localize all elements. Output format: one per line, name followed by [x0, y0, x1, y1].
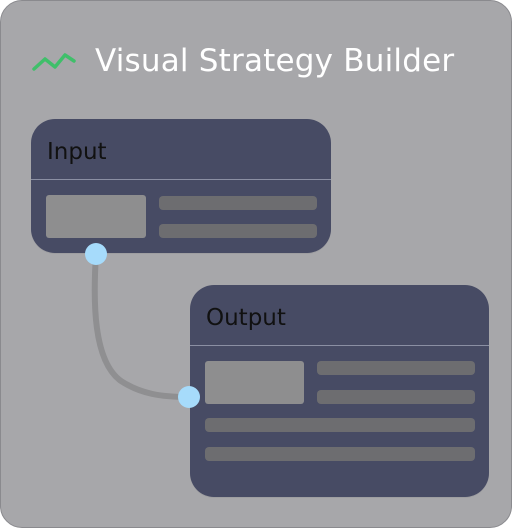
node-divider: [190, 345, 489, 346]
node-input-title: Input: [47, 139, 107, 165]
node-output-placeholder-line: [317, 390, 475, 404]
node-output-placeholder-line: [205, 447, 475, 461]
node-input-placeholder-line: [159, 224, 317, 238]
connection-wire[interactable]: [91, 251, 192, 400]
node-input-output-port[interactable]: [85, 243, 107, 265]
node-output-preview-block: [205, 361, 304, 404]
app-header: Visual Strategy Builder: [31, 41, 454, 81]
node-input[interactable]: Input: [31, 119, 331, 253]
node-output-placeholder-line: [205, 418, 475, 432]
node-input-preview-block: [46, 195, 146, 238]
app-title: Visual Strategy Builder: [95, 43, 455, 79]
node-input-placeholder-line: [159, 196, 317, 210]
node-output-title: Output: [206, 305, 286, 331]
node-divider: [31, 179, 331, 180]
node-output-placeholder-line: [317, 361, 475, 375]
node-output[interactable]: Output: [190, 285, 489, 497]
trend-line-icon: [32, 53, 76, 71]
node-output-input-port[interactable]: [178, 386, 200, 408]
